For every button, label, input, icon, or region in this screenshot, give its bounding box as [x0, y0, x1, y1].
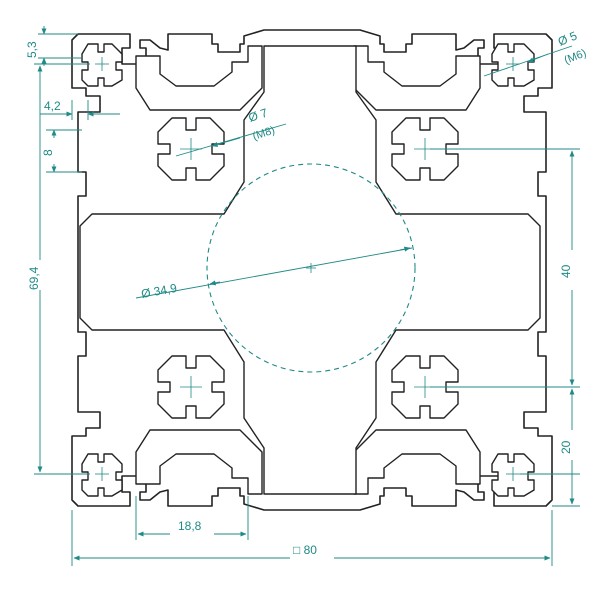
dim-bottom-inner: 18,8 — [135, 496, 249, 540]
dim-overall-vertical: 69,4 — [27, 63, 90, 475]
inner-hole-top-right — [391, 117, 459, 181]
cavity-top-right — [353, 45, 481, 111]
cavity-center-cross — [79, 45, 541, 495]
dim-text-overall-vertical: 69,4 — [27, 266, 41, 290]
dim-text-pitch-right: 40 — [559, 264, 573, 278]
dim-pitch-right: 40 — [430, 148, 580, 388]
dim-text-hole-medium: Ø 7 — [247, 105, 270, 124]
corner-hole-bottom-right — [491, 453, 535, 497]
dim-text-half-pitch-right: 20 — [559, 440, 573, 454]
cavity-top-left — [135, 45, 263, 111]
corner-hole-top-right — [491, 43, 535, 87]
dim-text-bottom-inner: 18,8 — [178, 519, 202, 533]
dim-text-overall-width: □ 80 — [293, 543, 317, 557]
dim-text-slot-width: 4,2 — [44, 99, 61, 113]
center-bore-circle — [206, 163, 416, 373]
inner-hole-bottom-left — [157, 355, 225, 419]
dim-half-pitch-right: 20 — [520, 388, 580, 507]
dim-text-top-slot-depth: 5,3 — [25, 41, 39, 58]
dim-slot-width: 4,2 — [40, 99, 120, 120]
cavity-bottom-left — [135, 429, 263, 495]
dim-text-slot-opening: 8 — [41, 149, 55, 156]
dim-center-bore: Ø 34,9 — [135, 246, 413, 301]
corner-hole-bottom-left — [81, 453, 123, 497]
cavity-bottom-right — [353, 429, 481, 495]
dim-hole-small: Ø 5 (M6) — [483, 28, 588, 77]
dim-text-center-bore: Ø 34,9 — [140, 281, 178, 301]
dim-top-slot-depth: 5,3 — [25, 26, 82, 66]
dim-slot-opening: 8 — [41, 129, 82, 173]
dim-text-hole-small: Ø 5 — [556, 28, 579, 48]
corner-hole-top-left — [81, 43, 123, 87]
dim-text-hole-small-thread: (M6) — [563, 47, 588, 67]
dim-overall-width: □ 80 — [71, 510, 553, 566]
inner-hole-top-left — [157, 117, 225, 181]
